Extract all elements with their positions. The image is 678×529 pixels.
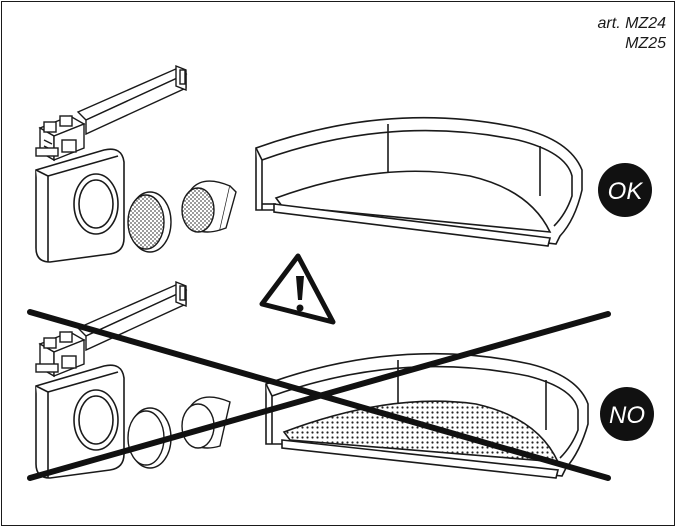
tray-correct	[255, 116, 583, 247]
article-code-line-1: art. MZ24	[597, 15, 666, 32]
correct-example: OK	[35, 64, 652, 263]
article-code-line-2: MZ25	[625, 35, 666, 52]
no-badge: NO	[600, 387, 654, 441]
cross-out-mark	[27, 309, 611, 481]
no-badge-label: NO	[609, 402, 645, 429]
wrong-example: NO	[27, 280, 654, 481]
ok-badge: OK	[598, 163, 652, 217]
track-adapter-bottom	[35, 280, 188, 378]
snoot-accessory-top	[181, 180, 237, 233]
flat-filter-bottom	[127, 407, 172, 469]
track-adapter-top	[35, 64, 188, 162]
warning-triangle-icon	[259, 253, 336, 325]
spotlight-body-top	[35, 148, 125, 263]
article-code: art. MZ24 MZ25	[598, 14, 666, 54]
flat-filter-top	[127, 191, 172, 253]
snoot-accessory-bottom	[181, 396, 231, 449]
ok-badge-label: OK	[608, 178, 644, 205]
spotlight-body-bottom	[35, 364, 125, 479]
